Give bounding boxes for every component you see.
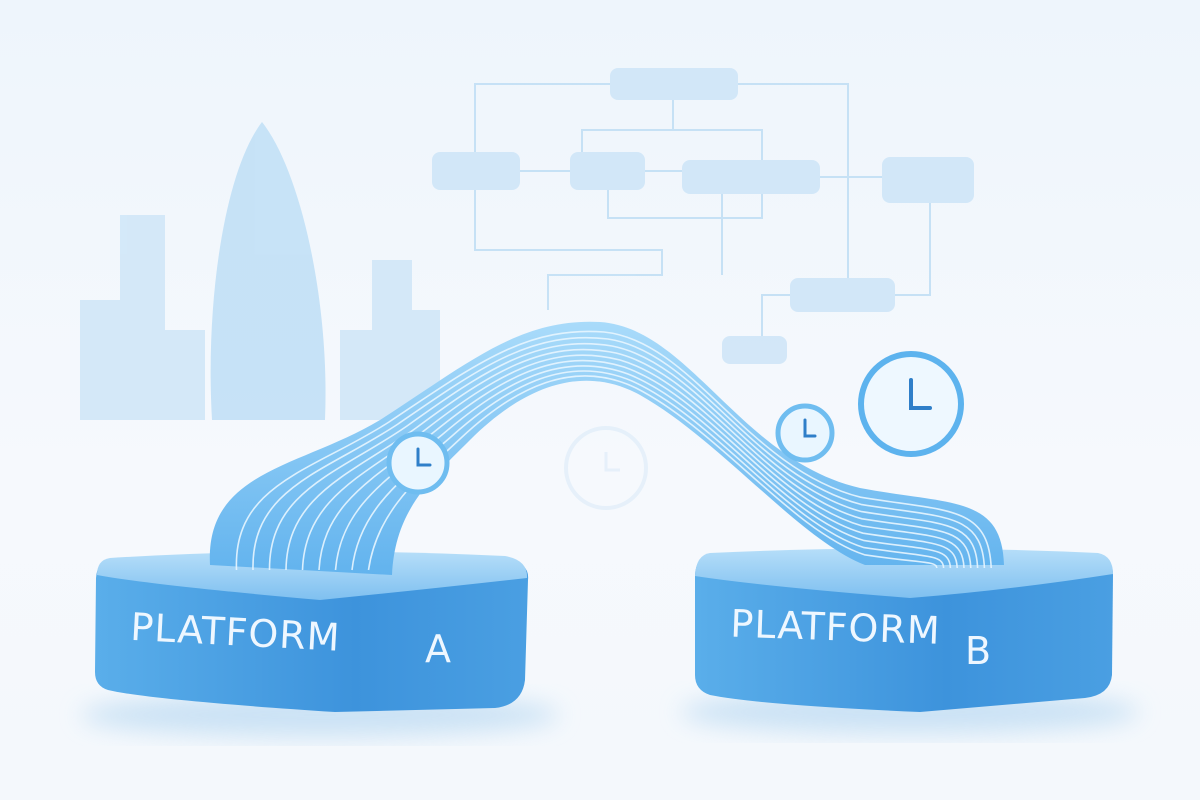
clock-icon: [858, 351, 964, 457]
flow-node: [722, 336, 787, 364]
ribbon-streak: [318, 359, 958, 571]
clock-icon: [386, 431, 450, 495]
platform-a-letter: A: [425, 627, 452, 671]
platform-a: [95, 551, 529, 712]
platform-b: [695, 548, 1113, 712]
flow-node: [570, 152, 645, 190]
platform-b-letter: B: [965, 629, 992, 673]
building: [80, 300, 135, 420]
clock-icon: [775, 403, 835, 463]
flow-node: [682, 160, 820, 194]
flow-node: [432, 152, 520, 190]
faded-clock-icon: [564, 426, 648, 510]
flow-node: [882, 157, 974, 203]
ribbon-streak: [235, 330, 992, 571]
ribbon-streak: [285, 348, 972, 571]
flow-node: [610, 68, 738, 100]
building: [340, 330, 380, 420]
platform-a-label: PLATFORM: [129, 605, 341, 660]
platform-b-label: PLATFORM: [730, 602, 942, 653]
ribbon-streak: [252, 336, 986, 571]
flow-node: [790, 278, 895, 312]
ribbon-streak: [268, 342, 979, 571]
building: [165, 330, 205, 420]
ribbon-streak: [301, 354, 965, 571]
gherkin-tower: [210, 122, 326, 420]
flowchart-diagram: [432, 68, 974, 364]
city-skyline: [80, 122, 440, 420]
